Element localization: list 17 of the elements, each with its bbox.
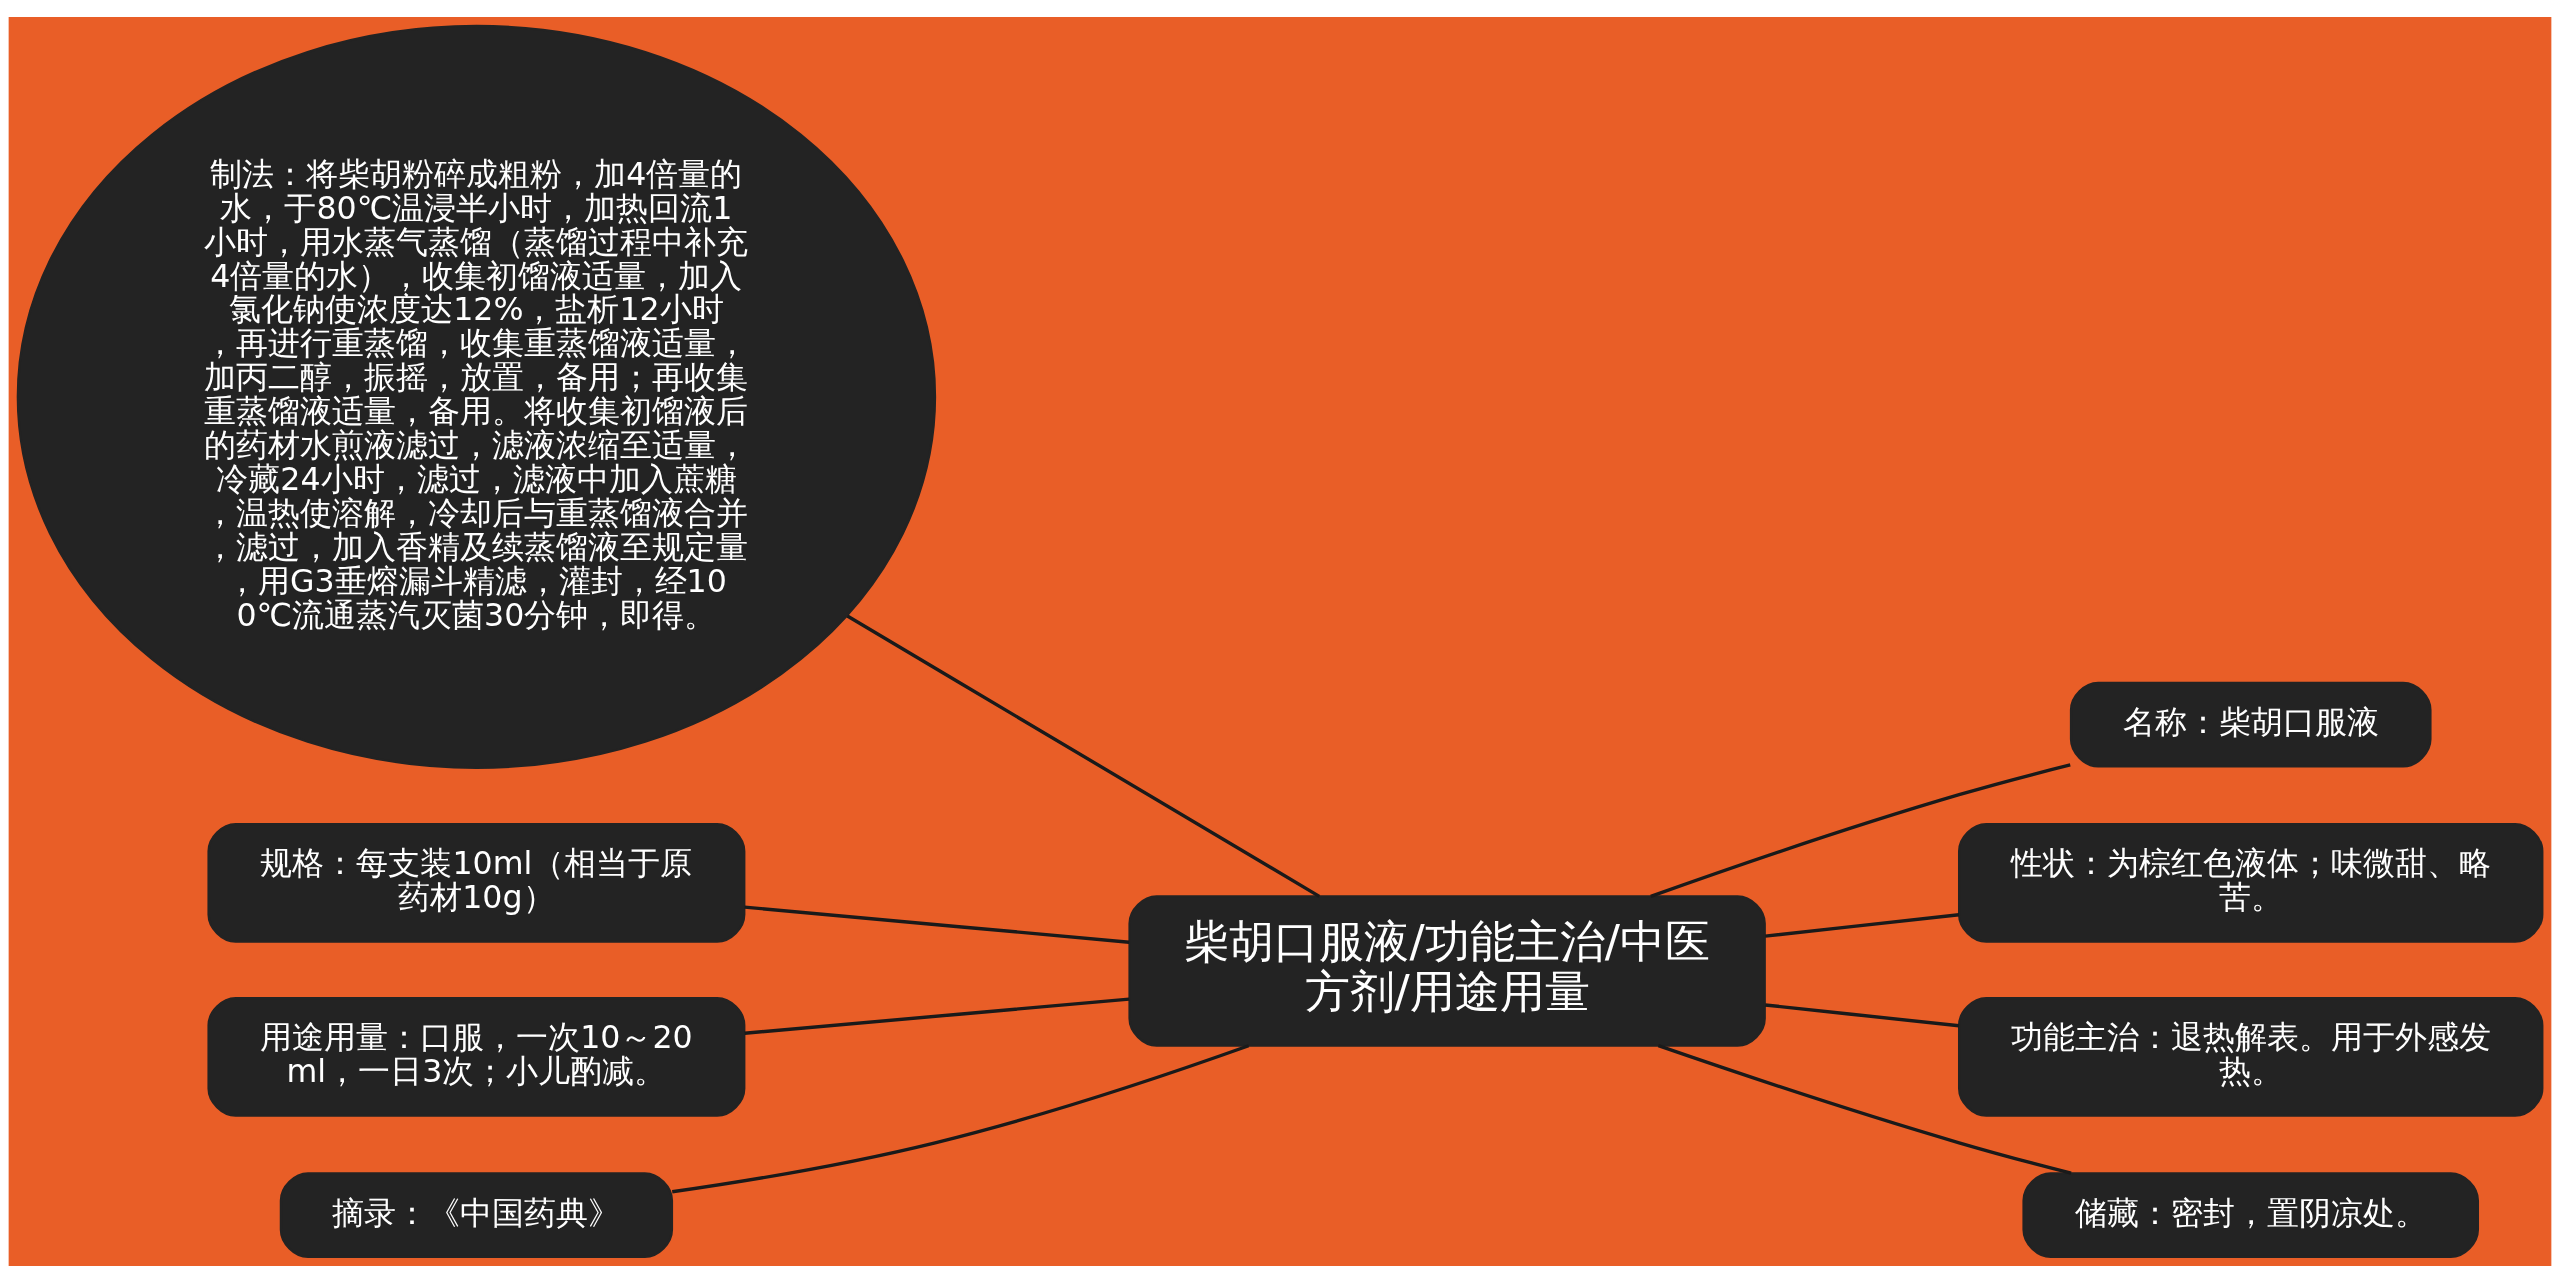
connector	[1765, 913, 1960, 938]
connector	[1765, 1003, 1960, 1028]
connector	[744, 997, 1130, 1035]
connector	[671, 1044, 1250, 1194]
node-box: 摘录：《中国药典》	[279, 1172, 674, 1259]
node-ellipse: 制法：将柴胡粉碎成粗粉，加4倍量的水，于80℃温浸半小时，加热回流1小时，用水蒸气蒸馏（蒸馏过程中补充4倍量的水），收集初馏液适量，加入氯化钠使浓度达12%，盐析12小时，再进行重蒸馏，收集重蒸馏液适量，加丙二醇，振摇，放置，备用；再收集重蒸馏液适量，备用。将收集初馏液后的药材水煎液滤过，滤液浓缩至适量，冷藏24小时，滤过，滤液中加入蔗糖，温热使溶解，冷却后与重蒸馏液合并，滤过，加入香精及续蒸馏液至规定量，用G3垂熔漏斗精滤，灌封，经100℃流通蒸汽灭菌30分钟，即得。	[16, 24, 937, 769]
node-box: 规格：每支装10ml（相当于原药材10g）	[207, 822, 746, 943]
node-box: 用途用量：口服，一次10～20ml，一日3次；小儿酌减。	[207, 997, 746, 1117]
node-box: 功能主治：退热解表。用于外感发热。	[1958, 997, 2544, 1117]
node-box: 储藏：密封，置阴凉处。	[2022, 1172, 2479, 1259]
node-box: 柴胡口服液/功能主治/中医方剂/用途用量	[1128, 895, 1766, 1047]
node-box: 名称：柴胡口服液	[2069, 681, 2432, 768]
connector	[744, 905, 1130, 944]
connector	[1657, 1044, 2072, 1175]
connector	[1650, 763, 2071, 898]
connector	[846, 614, 1321, 898]
node-box: 性状：为棕红色液体；味微甜、略苦。	[1958, 822, 2544, 943]
